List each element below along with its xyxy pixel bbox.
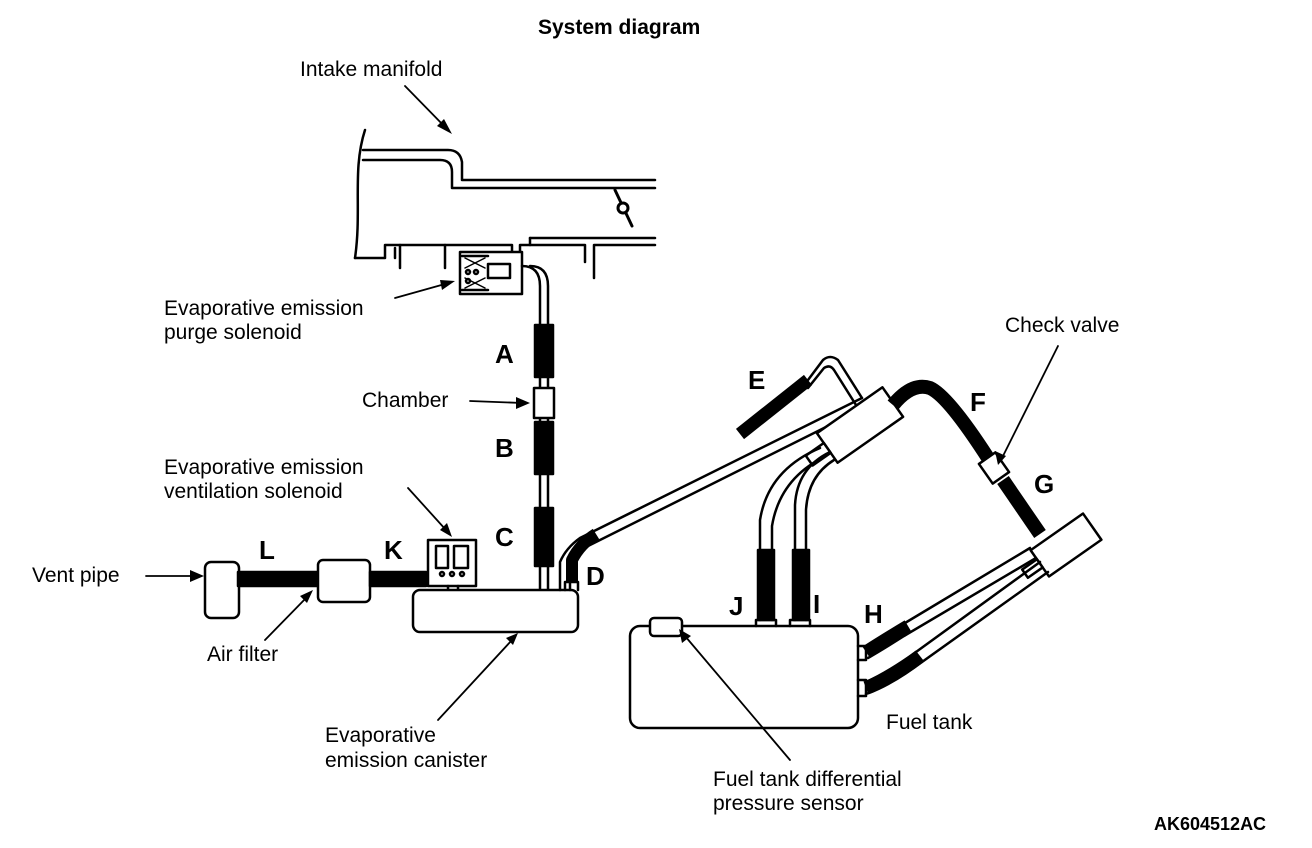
diagram-title: System diagram xyxy=(538,16,701,39)
label-air-filter: Air filter xyxy=(207,643,279,666)
hose-letter-d: D xyxy=(586,561,605,591)
hose-letter-l: L xyxy=(259,535,275,565)
leader-lines xyxy=(145,85,1059,761)
hose-letter-b: B xyxy=(495,433,514,463)
label-pressure-sensor-2: pressure sensor xyxy=(713,792,864,815)
arrowheads xyxy=(190,119,1006,645)
label-purge-solenoid-1: Evaporative emission xyxy=(164,297,364,320)
label-ventilation-solenoid-1: Evaporative emission xyxy=(164,456,364,479)
hose-letter-e: E xyxy=(748,365,766,395)
hose-letter-i: I xyxy=(813,589,821,619)
evaporative-emission-canister xyxy=(411,580,580,634)
figure-code: AK604512AC xyxy=(1154,814,1267,834)
hose-a-b-c xyxy=(520,264,556,594)
label-fuel-tank: Fuel tank xyxy=(886,711,973,734)
label-intake-manifold: Intake manifold xyxy=(300,58,443,81)
label-check-valve: Check valve xyxy=(1005,314,1120,337)
label-ventilation-solenoid-2: ventilation solenoid xyxy=(164,480,343,503)
hose-i-j xyxy=(756,446,836,622)
hose-letter-f: F xyxy=(970,387,986,417)
hose-letter-j: J xyxy=(729,591,744,621)
label-purge-solenoid-2: purge solenoid xyxy=(164,321,302,344)
label-chamber: Chamber xyxy=(362,389,449,412)
hose-letter-h: H xyxy=(864,599,883,629)
purge-solenoid xyxy=(458,250,524,296)
hose-h xyxy=(862,546,1050,696)
label-vent-pipe: Vent pipe xyxy=(32,564,120,587)
throttle-valve-icon xyxy=(613,188,634,228)
hose-letter-g: G xyxy=(1034,469,1055,499)
label-pressure-sensor-1: Fuel tank differential xyxy=(713,768,902,791)
hose-f-g xyxy=(887,379,1103,580)
hose-d-e xyxy=(558,355,870,592)
hose-letter-c: C xyxy=(495,522,514,552)
label-canister-2: emission canister xyxy=(325,749,488,772)
fuel-tank xyxy=(628,616,868,730)
hose-letter-k: K xyxy=(384,535,403,565)
label-canister-1: Evaporative xyxy=(325,724,436,747)
hose-letter-a: A xyxy=(495,339,514,369)
vent-line xyxy=(203,538,478,620)
